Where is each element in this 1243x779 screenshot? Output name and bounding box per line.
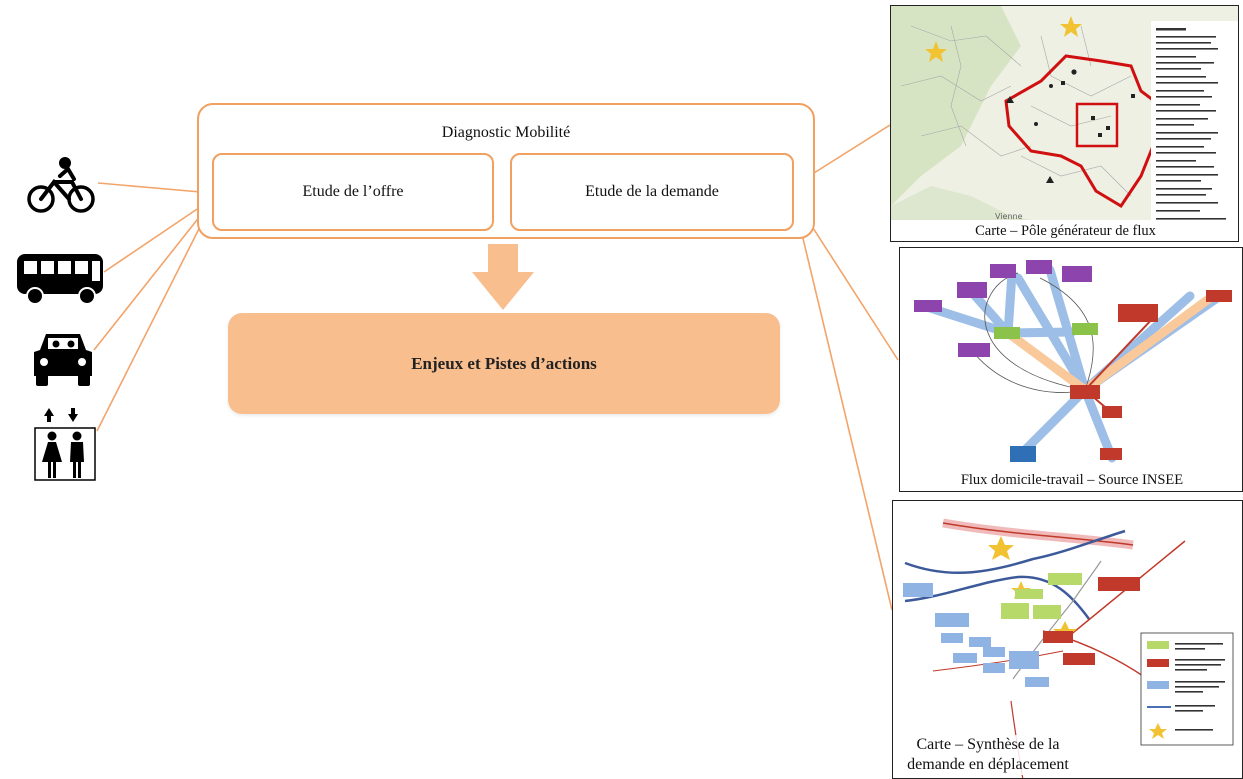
map-place-label: Vienne	[995, 212, 1023, 221]
commute-flux-panel: Flux domicile-travail – Source INSEE	[899, 247, 1243, 492]
outcome-label: Enjeux et Pistes d’actions	[411, 353, 597, 373]
car-icon	[30, 328, 96, 390]
flux-caption: Flux domicile-travail – Source INSEE	[960, 472, 1184, 488]
map-flux-generators: Vienne	[891, 6, 1238, 241]
map1-caption: Carte – Pôle générateur de flux	[891, 220, 1238, 241]
outcome-box: Enjeux et Pistes d’actions	[228, 313, 780, 414]
down-arrow	[472, 244, 534, 310]
diagnostic-title: Diagnostic Mobilité	[441, 124, 571, 141]
offer-study-label: Etude de l’offre	[302, 183, 404, 200]
pedestrian-icon	[32, 406, 98, 482]
map2-caption-line1: Carte – Synthèse de la	[916, 736, 1060, 753]
map2-caption-line2: demande en déplacement	[907, 756, 1069, 773]
bicycle-icon	[24, 155, 98, 215]
commute-flux-diagram	[914, 260, 1232, 463]
bus-icon	[15, 252, 107, 308]
map2-caption: Carte – Synthèse de la demande en déplac…	[893, 735, 1083, 775]
map-panel-flux-generators: Vienne Carte – Pôle générateur de flux	[890, 5, 1239, 242]
map-demand-synthesis	[893, 501, 1242, 778]
offer-study-box: Etude de l’offre	[212, 153, 494, 231]
demand-study-box: Etude de la demande	[510, 153, 794, 231]
map-panel-demand-synthesis: Carte – Synthèse de la demande en déplac…	[892, 500, 1243, 779]
demand-study-label: Etude de la demande	[585, 183, 719, 200]
